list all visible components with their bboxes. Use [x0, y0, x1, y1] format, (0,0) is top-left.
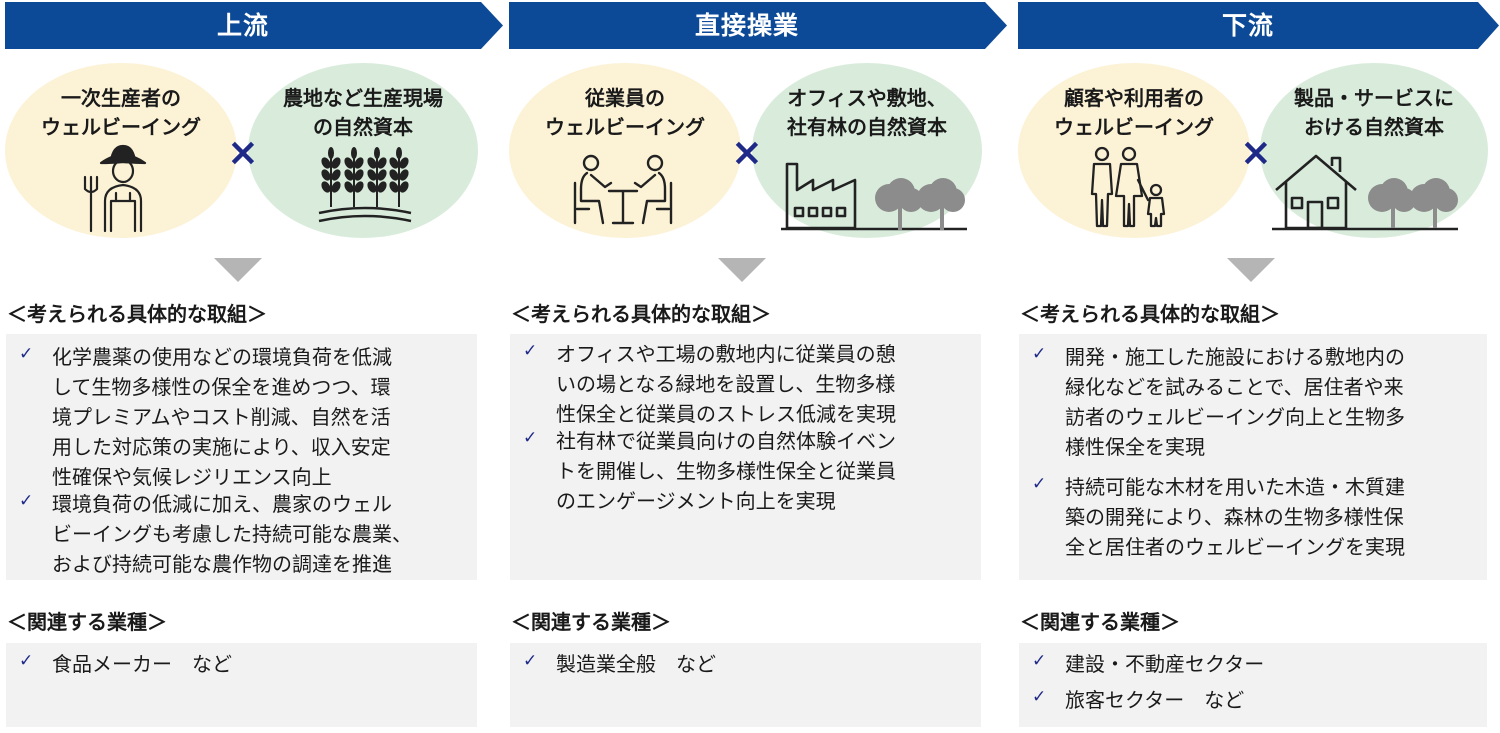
initiatives-heading: ＜考えられる具体的な取組＞ — [7, 302, 267, 326]
banner-upstream: 上流 — [5, 2, 503, 49]
banner-arrow-shape — [1018, 2, 1499, 49]
times-icon: × — [1240, 130, 1272, 174]
bubble-capital-label: 農地など生産現場 の自然資本 — [283, 86, 443, 139]
industry-text: 建設・不動産セクター — [1065, 652, 1265, 676]
bubble-wellbeing — [509, 63, 741, 238]
wheat-icon — [318, 147, 412, 223]
times-icon: × — [731, 130, 763, 174]
industries-box: ✓ 建設・不動産セクター ✓ 旅客セクター など — [1019, 643, 1487, 727]
banner-title: 上流 — [216, 11, 269, 40]
initiative-text: オフィスや工場の敷地内に従業員の憩 いの場となる緑地を設置し、生物多様 性保全と… — [556, 342, 896, 426]
down-arrow — [1227, 258, 1275, 282]
initiatives-box: ✓ 化学農薬の使用などの環境負荷を低減 して生物多様性の保全を進めつつ、環 境プ… — [6, 334, 477, 580]
check-icon: ✓ — [1032, 474, 1047, 494]
check-icon: ✓ — [523, 428, 538, 448]
bubble-wellbeing-label: 顧客や利用者の ウェルビーイング — [1054, 86, 1214, 139]
check-icon: ✓ — [19, 651, 34, 671]
meeting-icon — [573, 154, 673, 225]
down-arrow — [718, 258, 766, 282]
industry-text: 旅客セクター など — [1065, 688, 1245, 712]
industries-heading: ＜関連する業種＞ — [511, 610, 671, 634]
banner-arrow-shape — [509, 2, 1007, 49]
factory-trees-icon — [781, 162, 967, 231]
initiative-text: 持続可能な木材を用いた木造・木質建 築の開発により、森林の生物多様性保 全と居住… — [1065, 475, 1405, 559]
initiative-text: 環境負荷の低減に加え、農家のウェル ビーイングも考慮した持続可能な農業、 および… — [52, 492, 412, 576]
bubble-wellbeing-label: 従業員の ウェルビーイング — [545, 86, 705, 139]
initiatives-box: ✓ オフィスや工場の敷地内に従業員の憩 いの場となる緑地を設置し、生物多様 性保… — [510, 334, 981, 580]
bubble-capital-label: 製品・サービスに おける自然資本 — [1294, 86, 1454, 139]
farmer-icon — [83, 144, 147, 233]
banner-direct-operations: 直接操業 — [509, 2, 1007, 49]
initiative-text: 開発・施工した施設における敷地内の 緑化などを試みることで、居住者や来 訪者のウ… — [1065, 345, 1405, 459]
banner-title: 直接操業 — [694, 11, 799, 40]
banner-downstream: 下流 — [1018, 2, 1499, 49]
house-trees-icon — [1272, 154, 1458, 231]
check-icon: ✓ — [1032, 651, 1047, 671]
check-icon: ✓ — [1032, 344, 1047, 364]
initiative-text: 化学農薬の使用などの環境負荷を低減 して生物多様性の保全を進めつつ、環 境プレミ… — [52, 345, 392, 489]
industries-box: ✓ 製造業全般 など — [510, 643, 981, 727]
industries-heading: ＜関連する業種＞ — [7, 610, 167, 634]
bubble-capital-label: オフィスや敷地、 社有林の自然資本 — [787, 86, 947, 139]
check-icon: ✓ — [1032, 687, 1047, 707]
check-icon: ✓ — [523, 341, 538, 361]
check-icon: ✓ — [19, 344, 34, 364]
industries-heading: ＜関連する業種＞ — [1020, 610, 1180, 634]
family-icon — [1090, 146, 1166, 228]
banner-title: 下流 — [1221, 11, 1274, 40]
check-icon: ✓ — [19, 491, 34, 511]
column-direct-operations: 直接操業 従業員の ウェルビーイング オフィスや敷地、 社有林の自然資本 × — [509, 0, 1009, 733]
industry-text: 製造業全般 など — [556, 652, 716, 676]
bubble-wellbeing-label: 一次生産者の ウェルビーイング — [41, 86, 201, 139]
industries-box: ✓ 食品メーカー など — [6, 643, 477, 727]
initiatives-heading: ＜考えられる具体的な取組＞ — [511, 302, 771, 326]
initiatives-box: ✓ 開発・施工した施設における敷地内の 緑化などを試みることで、居住者や来 訪者… — [1019, 334, 1487, 580]
column-upstream: 上流 一次生産者の ウェルビーイング 農地など生産現場 の自然資本 × ＜考えら… — [5, 0, 505, 733]
times-icon: × — [227, 130, 259, 174]
column-downstream: 下流 顧客や利用者の ウェルビーイング 製品・サービスに おける自然資本 × — [1018, 0, 1500, 733]
banner-arrow-shape — [5, 2, 503, 49]
industry-text: 食品メーカー など — [52, 652, 232, 676]
check-icon: ✓ — [523, 651, 538, 671]
down-arrow — [214, 258, 262, 282]
initiatives-heading: ＜考えられる具体的な取組＞ — [1020, 302, 1280, 326]
initiative-text: 社有林で従業員向けの自然体験イベン トを開催し、生物多様性保全と従業員 のエンゲ… — [556, 429, 896, 513]
